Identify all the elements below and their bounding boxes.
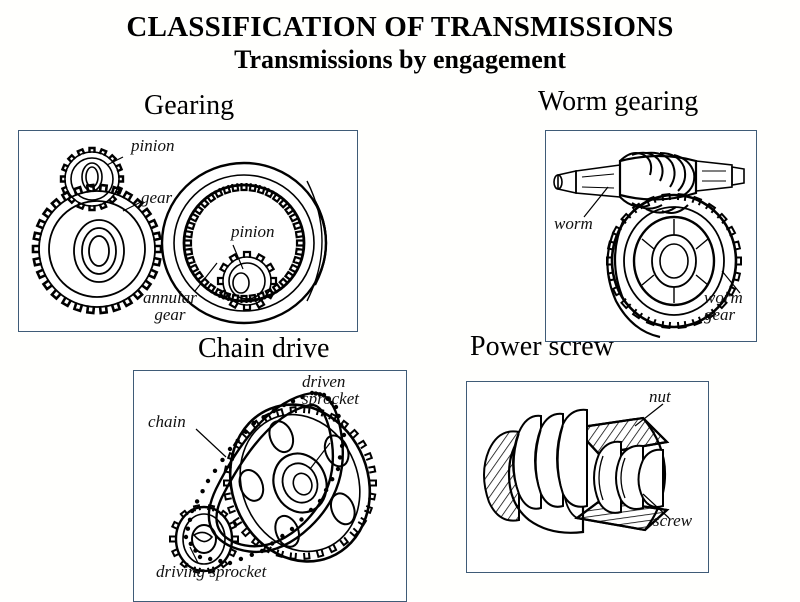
figure-gearing: pinion gear pinion annular gear [18,130,358,332]
heading-gearing: Gearing [144,90,235,121]
heading-worm-gearing: Worm gearing [538,86,699,117]
figure-worm-gearing: worm worm gear [545,130,757,342]
worm-gearing-illustration [546,131,756,341]
figure-chain-drive: driven sprocket chain driving sprocket [133,370,407,602]
power-screw-illustration [467,382,708,572]
title-block: CLASSIFICATION OF TRANSMISSIONS Transmis… [0,12,800,74]
gearing-illustration [19,131,357,331]
heading-chain-drive: Chain drive [198,333,330,364]
figure-power-screw: nut screw [466,381,709,573]
page-subtitle: Transmissions by engagement [234,44,566,74]
chain-drive-illustration [134,371,406,601]
page-title: CLASSIFICATION OF TRANSMISSIONS [126,11,674,43]
